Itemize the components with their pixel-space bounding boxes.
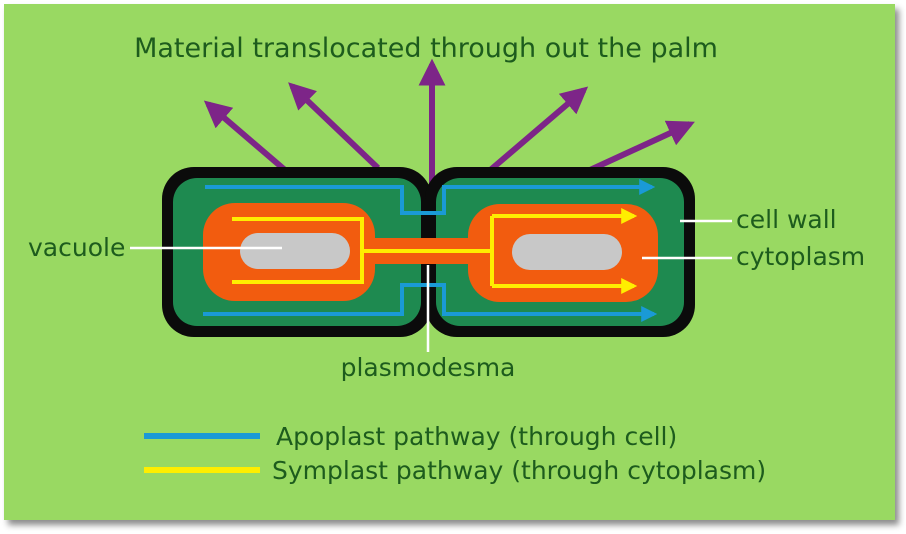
- right-vacuole: [512, 234, 622, 270]
- apoplast-path-top: [205, 179, 656, 215]
- legend: Apoplast pathway (through cell) Symplast…: [144, 422, 766, 485]
- legend-apoplast-label: Apoplast pathway (through cell): [276, 422, 677, 451]
- cytoplasm-label: cytoplasm: [736, 242, 865, 271]
- left-vacuole: [240, 233, 350, 269]
- translocation-arrow-4: [486, 86, 589, 175]
- symplast-pathways: [232, 208, 638, 294]
- legend-symplast-label: Symplast pathway (through cytoplasm): [272, 456, 766, 485]
- diagram-title: Material translocated through out the pa…: [134, 33, 718, 64]
- left-cell: [162, 167, 432, 337]
- leader-lines: [130, 219, 732, 352]
- plasmodesma-label: plasmodesma: [341, 353, 516, 382]
- apoplast-path-bottom: [203, 283, 658, 322]
- vacuole-label: vacuole: [28, 233, 125, 262]
- translocation-arrows: [203, 58, 695, 190]
- translocation-arrow-1: [203, 100, 287, 173]
- apoplast-pathways: [203, 179, 658, 322]
- cell-wall-label: cell wall: [736, 205, 837, 234]
- translocation-arrow-2: [288, 82, 381, 171]
